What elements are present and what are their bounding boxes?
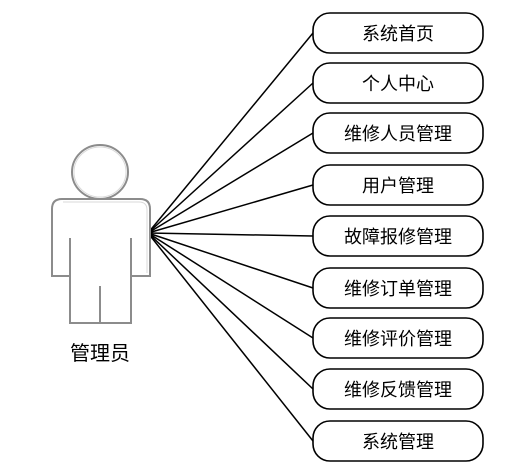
use-case-label: 故障报修管理: [344, 227, 452, 248]
use-case-label: 维修评价管理: [344, 329, 452, 350]
stick-figure-person-icon: [51, 144, 151, 324]
actor-label: 管理员: [70, 341, 130, 365]
association-line: [147, 232, 314, 237]
use-case-repair-feedback-management: 维修反馈管理: [312, 368, 484, 410]
use-case-system-management: 系统管理: [312, 420, 484, 462]
use-case-label: 个人中心: [362, 74, 434, 95]
association-lines: [147, 32, 314, 442]
association-line: [147, 82, 314, 234]
use-case-repair-review-management: 维修评价管理: [312, 317, 484, 359]
use-case-label: 系统管理: [362, 432, 434, 453]
use-case-label: 维修人员管理: [344, 124, 452, 145]
association-line: [147, 132, 314, 234]
use-case-user-management: 用户管理: [312, 164, 484, 206]
use-case-repair-order-management: 维修订单管理: [312, 267, 484, 309]
use-case-label: 系统首页: [362, 24, 434, 45]
association-line: [147, 232, 314, 442]
use-case-fault-report-management: 故障报修管理: [312, 215, 484, 257]
use-case-repair-staff-management: 维修人员管理: [312, 112, 484, 154]
association-line: [147, 232, 314, 390]
use-case-list: 系统首页 个人中心 维修人员管理 用户管理 故障报修管理 维修订单管理 维修评价…: [312, 12, 484, 462]
use-case-label: 维修订单管理: [344, 279, 452, 300]
association-line: [147, 184, 314, 234]
use-case-personal-center: 个人中心: [312, 62, 484, 104]
use-case-label: 维修反馈管理: [344, 380, 452, 401]
association-line: [147, 232, 314, 289]
use-case-home: 系统首页: [312, 12, 484, 54]
association-line: [147, 32, 314, 234]
association-line: [147, 232, 314, 339]
use-case-label: 用户管理: [362, 176, 434, 197]
